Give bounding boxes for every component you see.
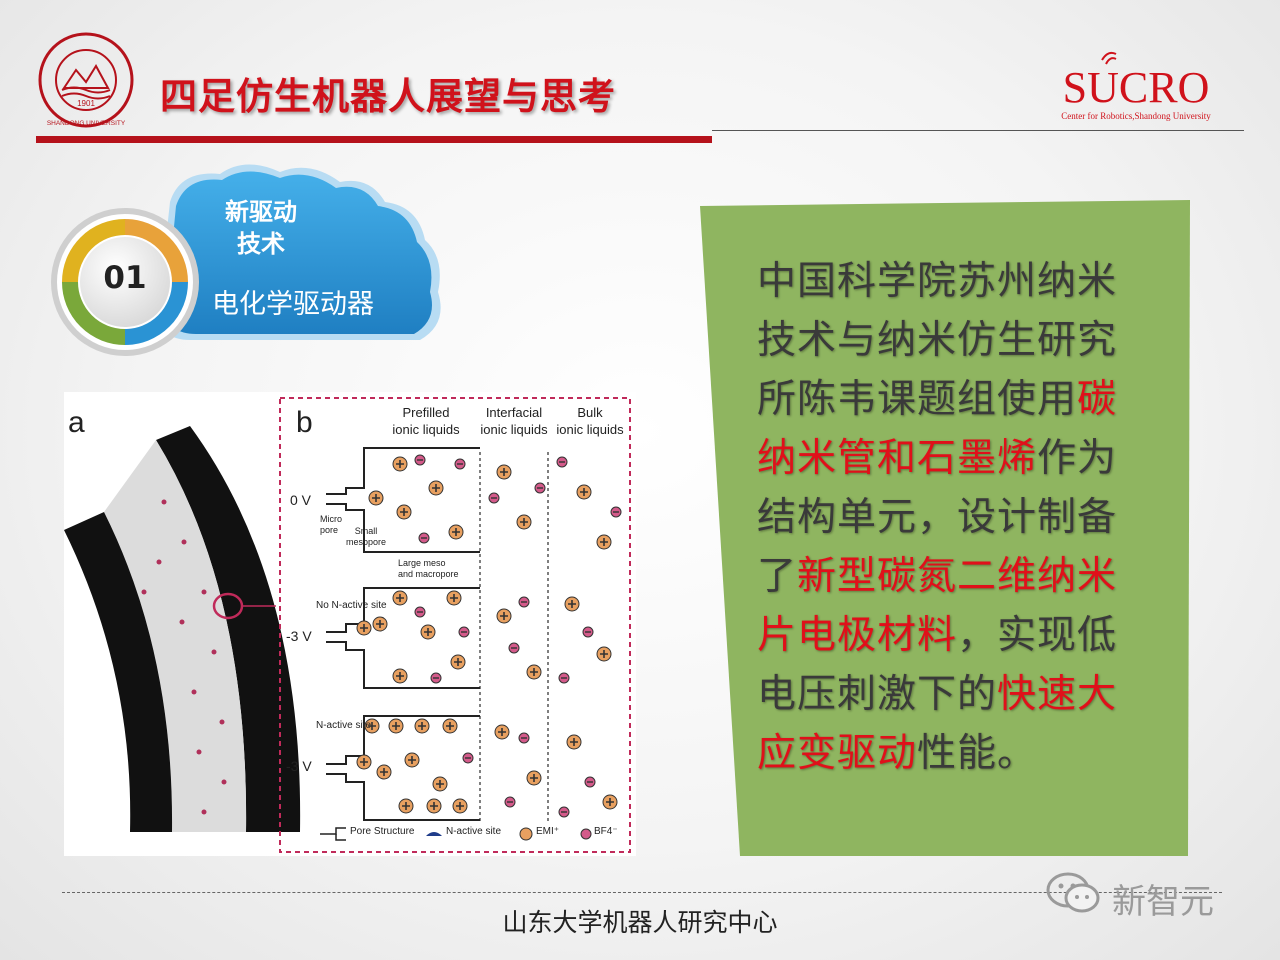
cation-plus-glyph [396,594,404,602]
cation-plus-glyph [424,628,432,636]
cation-plus-glyph [600,650,608,658]
cation-plus-glyph [430,802,438,810]
shandong-university-logo: 1901 SHANDONG UNIVERSITY [38,32,134,128]
cation-plus-glyph [396,460,404,468]
cation-plus-glyph [436,780,444,788]
cation-plus-glyph [418,722,426,730]
cation-plus-glyph [600,538,608,546]
badge-title-line2: 技术 [237,230,285,258]
cation-plus-glyph [568,600,576,608]
panel-line-2: 技术与纳米仿生研究 [757,318,1118,363]
panel-line-4: 纳米管和石墨烯作为 [757,436,1118,481]
panel-line-7: 片电极材料，实现低 [757,613,1118,658]
badge-title: 新驱动 技术 [206,196,316,260]
cation-plus-glyph [454,658,462,666]
badge-title-line1: 新驱动 [225,198,297,226]
section-badge [51,164,441,356]
cation-plus-glyph [408,756,416,764]
panel-highlight: 碳 [1077,377,1118,422]
row-note-3: N-active site [316,720,372,731]
cation-plus-glyph [452,528,460,536]
footer-text: 山东大学机器人研究中心 [502,908,778,937]
cation-plus-glyph [450,594,458,602]
cation-plus-glyph [446,722,454,730]
logo-name: SHANDONG UNIVERSITY [47,120,126,127]
cation-plus-glyph [396,672,404,680]
sucro-logo: SUCRO Center for Robotics,Shandong Unive… [1061,51,1211,121]
cation-plus-glyph [360,758,368,766]
cation-plus-glyph [360,624,368,632]
row-voltage-3: -3 V [286,758,312,774]
cation-plus-glyph [500,612,508,620]
panel-line-3: 所陈韦课题组使用碳 [757,377,1118,422]
legend-pore-structure: Pore Structure [350,826,415,837]
panel-a-label: a [68,406,85,439]
row-voltage-1: 0 V [290,492,312,508]
cation-plus-glyph [520,518,528,526]
cation-plus-glyph [498,728,506,736]
header-divider-thin [712,130,1244,131]
cation-plus-glyph [580,488,588,496]
sucro-text: SUCRO [1063,63,1210,112]
legend-bf4: BF4⁻ [594,826,618,837]
cation-plus-glyph [368,722,376,730]
badge-number: 01 [103,260,147,296]
cation-plus-glyph [570,738,578,746]
cation-plus-glyph [372,494,380,502]
cation-plus-glyph [606,798,614,806]
panel-line-5: 结构单元，设计制备 [757,495,1118,540]
cation-plus-glyph [530,668,538,676]
panel-line-9: 应变驱动性能。 [757,731,1038,776]
sucro-subtitle: Center for Robotics,Shandong University [1061,111,1211,121]
panel-b-label: b [296,406,313,439]
cation-plus-glyph [376,620,384,628]
panel-highlight: 快速大 [997,672,1118,717]
cation-plus-glyph [432,484,440,492]
text-panel: 中国科学院苏州纳米 技术与纳米仿生研究 所陈韦课题组使用碳 纳米管和石墨烯作为 … [757,252,1157,783]
panel-highlight: 纳米管和石墨烯 [757,436,1038,481]
panel-highlight: 新型碳氮二维纳米 [797,554,1118,599]
cation-plus-glyph [402,802,410,810]
cation-plus-glyph [530,774,538,782]
logo-year: 1901 [77,99,95,108]
row-voltage-2: -3 V [286,628,312,644]
panel-line-8: 电压刺激下的快速大 [757,672,1118,717]
cation-plus-glyph [400,508,408,516]
badge-subtitle: 电化学驱动器 [212,289,374,320]
cation-plus-glyph [380,768,388,776]
footer-divider [62,892,1222,893]
text-panel-background [700,200,1190,856]
cation-plus-glyph [500,468,508,476]
header-divider [36,136,712,143]
watermark-text: 新智元 [1112,882,1214,922]
panel-highlight: 片电极材料 [757,613,958,658]
panel-highlight: 应变驱动 [757,731,918,776]
row-note-2: No N-active site [316,600,387,611]
cation-plus-glyph [392,722,400,730]
panel-line-6: 了新型碳氮二维纳米 [757,554,1118,599]
legend-emi: EMI⁺ [536,826,560,837]
wechat-icon [1046,872,1100,913]
figure-graphics [64,397,631,853]
page-title: 四足仿生机器人展望与思考 [160,75,616,118]
cation-plus-glyph [456,802,464,810]
legend-n-active-site: N-active site [446,826,502,837]
panel-line-1: 中国科学院苏州纳米 [757,259,1118,304]
